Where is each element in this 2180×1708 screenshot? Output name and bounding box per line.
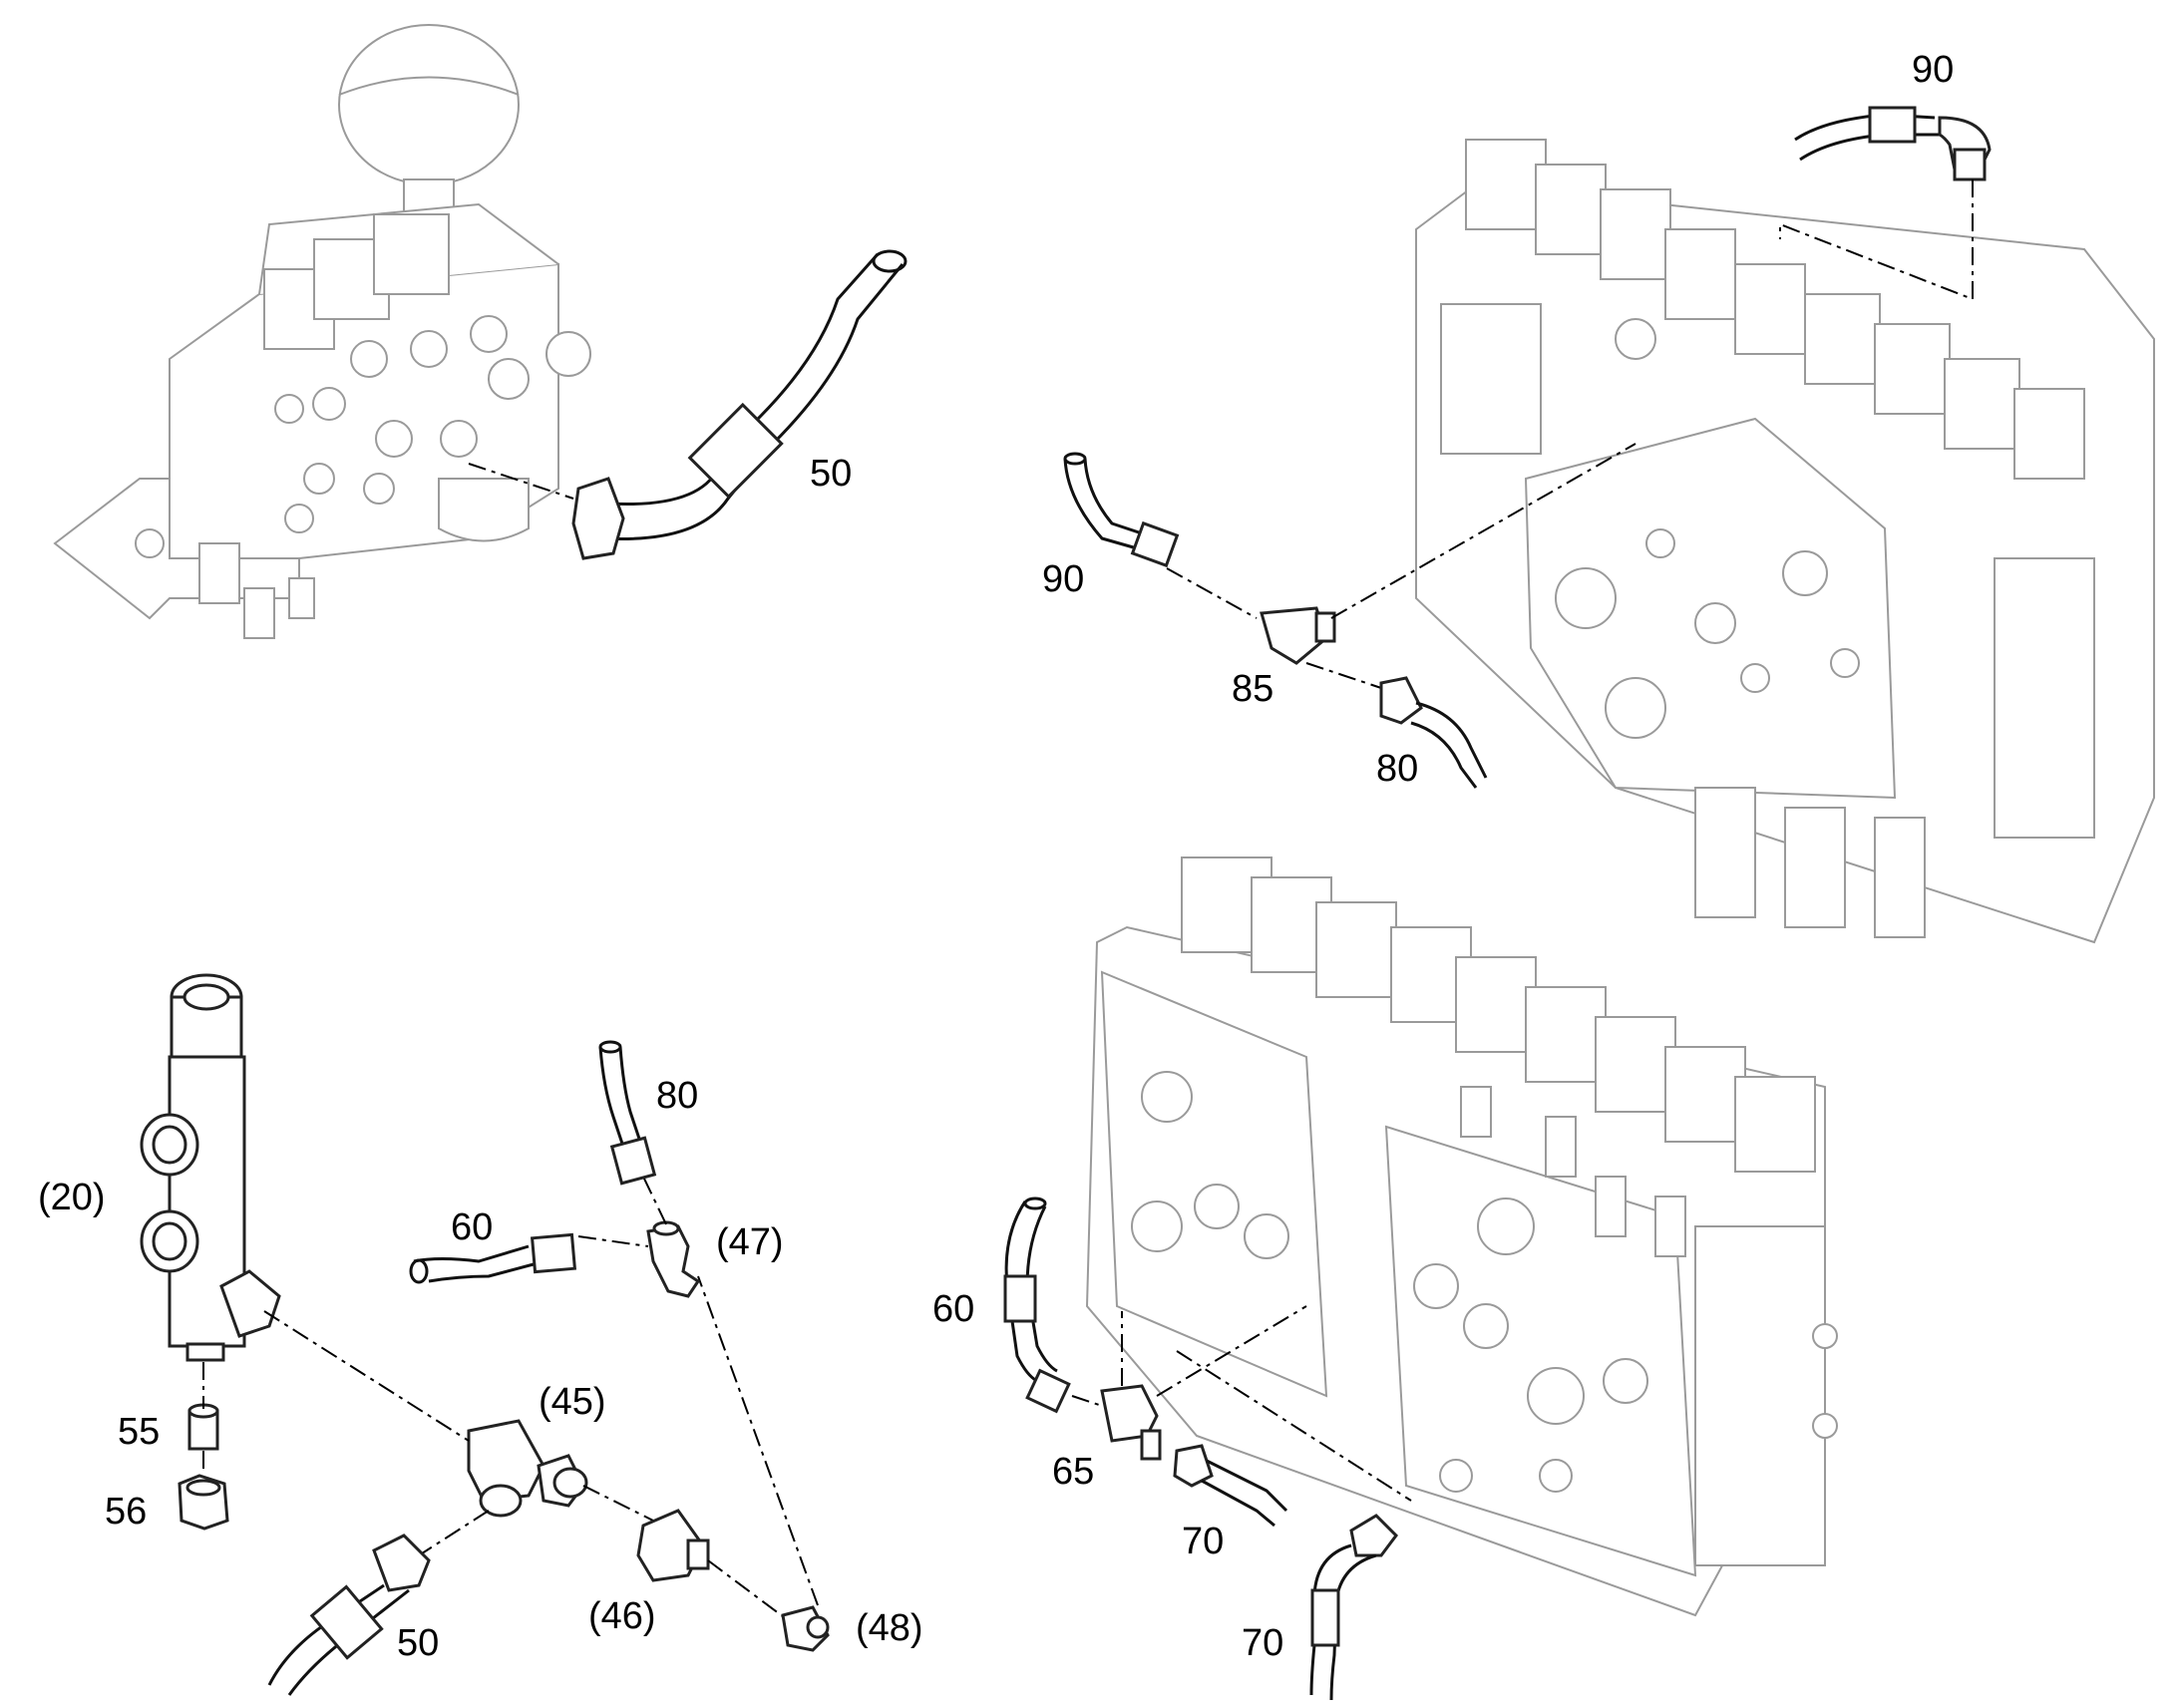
adapter-46 [636, 1509, 789, 1621]
control-valve-upper [1415, 139, 2155, 944]
elbow-48 [697, 1275, 830, 1652]
nut-56 [178, 1451, 229, 1531]
callout-65: 65 [1052, 1451, 1094, 1493]
callout-85: 85 [1232, 668, 1273, 710]
hose-60-right [1003, 1196, 1071, 1414]
control-valve-lower [1085, 856, 1838, 1617]
elbow-47 [577, 1176, 701, 1298]
callout-90-mid: 90 [1042, 558, 1084, 600]
callout-70-mid: 70 [1182, 1521, 1224, 1562]
callout-45: (45) [539, 1381, 606, 1423]
hose-70-mid [1173, 1444, 1288, 1528]
callout-47: (47) [716, 1221, 784, 1263]
callout-50-low: 50 [397, 1622, 439, 1664]
callout-56: 56 [105, 1491, 147, 1533]
callout-55: 55 [118, 1411, 160, 1453]
tee-fitting-85 [1166, 443, 1636, 689]
manifold-20 [140, 973, 281, 1362]
plug-55 [187, 1362, 219, 1451]
callout-48: (48) [856, 1607, 923, 1649]
callout-80-mid: 80 [1376, 748, 1418, 790]
hose-50-low [267, 1534, 431, 1696]
callout-70-low: 70 [1242, 1622, 1283, 1664]
valve-block-assembly [53, 24, 591, 639]
callout-80-low: 80 [656, 1075, 698, 1117]
tee-45 [263, 1310, 654, 1556]
callout-60-low: 60 [451, 1206, 493, 1248]
tee-fitting-65 [1071, 1305, 1412, 1502]
callout-90-top: 90 [1912, 49, 1954, 91]
hose-50-top [468, 249, 908, 560]
hose-90-mid [1063, 452, 1180, 568]
hose-60-low [409, 1232, 577, 1284]
callout-60-right: 60 [932, 1288, 974, 1330]
hose-80-low [598, 1040, 657, 1186]
hose-80-mid [1379, 676, 1488, 789]
hose-90-top [1779, 106, 1992, 301]
callout-20: (20) [38, 1177, 106, 1218]
hose-70-low [1309, 1514, 1398, 1701]
callout-50-top: 50 [810, 453, 852, 495]
callout-46: (46) [588, 1595, 656, 1637]
